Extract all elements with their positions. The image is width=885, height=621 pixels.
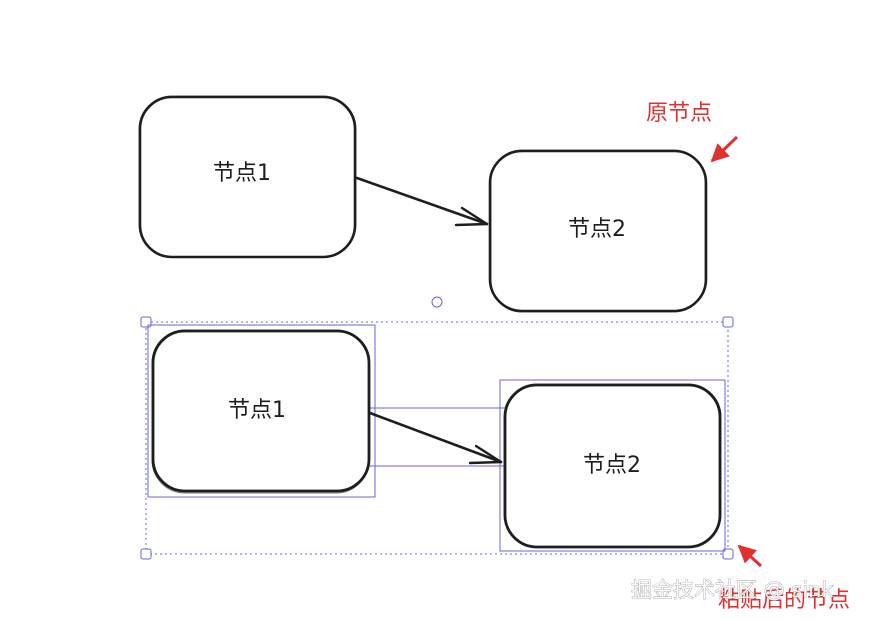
original-node-1-label: 节点1 [213,161,271,186]
pasted-node-1-selection-outline [147,324,376,498]
pasted-node-1[interactable]: 节点1 [151,329,371,494]
pasted-node-1-label: 节点1 [228,398,286,423]
pasted-annotation-arrow [737,544,763,568]
pasted-node-2-label: 节点2 [583,453,641,478]
original-arrow[interactable] [355,176,489,227]
resize-handle-top-right[interactable] [722,316,734,328]
original-node-annotation: 原节点 [646,101,712,126]
pasted-arrow[interactable] [368,411,503,465]
original-annotation-arrow [710,135,739,163]
original-node-2-label: 节点2 [568,217,626,242]
pasted-node-2[interactable]: 节点2 [503,383,722,549]
pasted-node-2-selection-outline [499,379,726,552]
original-node-1[interactable]: 节点1 [138,95,357,259]
resize-handle-bottom-left[interactable] [140,548,152,560]
original-node-2[interactable]: 节点2 [488,149,708,313]
rotate-handle[interactable] [431,296,443,308]
pasted-node-annotation: 粘贴后的节点 [718,588,850,613]
watermark-text: 掘金技术社区 @ sink [631,578,834,602]
